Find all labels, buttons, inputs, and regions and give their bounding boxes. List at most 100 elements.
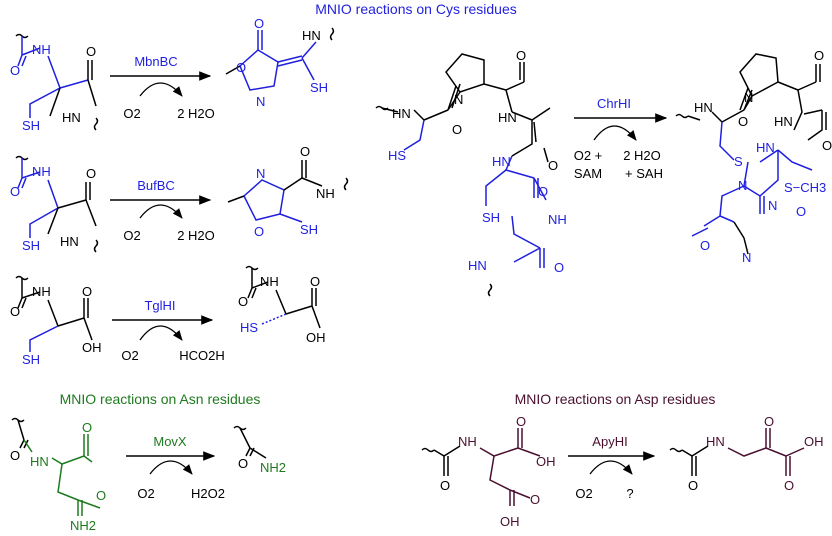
chrhi-reagent-2: SAM <box>574 166 602 181</box>
apyhi-byproduct: ? <box>626 486 633 501</box>
atom-label: HS <box>388 148 406 163</box>
atom-label: NH2 <box>260 460 286 475</box>
atom-label: NH2 <box>70 518 96 533</box>
atom-label: O <box>814 48 824 63</box>
movx-reagent: O2 <box>137 486 154 501</box>
mbnbc-curved-arrow <box>139 82 183 97</box>
tglhi-reagent: O2 <box>121 348 138 363</box>
movx-enzyme: MovX <box>153 434 187 449</box>
atom-label: HN <box>706 434 725 449</box>
mbnbc-reagent: O2 <box>123 106 140 121</box>
chrhi-enzyme: ChrHI <box>597 96 631 111</box>
atom-label: HN <box>756 140 775 155</box>
atom-label: OH <box>804 434 824 449</box>
atom-label: N <box>738 178 747 193</box>
atom-label: SH <box>22 118 40 133</box>
bufbc-byproduct: 2 H2O <box>177 228 215 243</box>
chrhi-byproduct-2: + SAH <box>625 166 663 181</box>
atom-label: O <box>700 238 710 253</box>
atom-label: O <box>822 138 832 153</box>
movx-reactant <box>11 417 101 516</box>
attach-wavy <box>93 117 99 131</box>
atom-label: O <box>86 44 96 59</box>
chrhi-byproduct-1: 2 H2O <box>623 148 661 163</box>
atom-label: HN <box>774 114 793 129</box>
atom-label: N <box>744 90 753 105</box>
movx-byproduct: H2O2 <box>191 486 225 501</box>
tglhi-curved-arrow <box>139 325 183 341</box>
movx-curved-arrow <box>149 460 193 475</box>
atom-label: O <box>96 488 106 503</box>
tglhi-reactant <box>15 275 93 352</box>
atom-label: O <box>10 184 20 199</box>
movx-product <box>233 425 267 459</box>
atom-label: O <box>86 166 96 181</box>
atom-label: O <box>236 60 246 75</box>
atom-label: O <box>82 284 92 299</box>
atom-label: NH <box>260 274 279 289</box>
atom-label: O <box>538 184 548 199</box>
atom-label: SH <box>310 80 328 95</box>
chrhi-reagent-1: O2 + <box>574 148 603 163</box>
atom-label: O <box>440 478 450 493</box>
atom-label: O <box>764 414 774 429</box>
tglhi-product <box>245 265 321 329</box>
atom-label: NH <box>32 164 51 179</box>
asp-section-title: MNIO reactions on Asp residues <box>515 391 716 407</box>
apyhi-reagent: O2 <box>575 486 592 501</box>
atom-label: O <box>516 48 526 63</box>
atom-label: O <box>300 144 310 159</box>
apyhi-reactant <box>421 428 541 506</box>
apyhi-curved-arrow <box>589 460 633 475</box>
atom-label: O <box>10 448 20 463</box>
atom-label: O <box>254 224 264 239</box>
chrhi-curved-arrow <box>593 125 637 141</box>
atom-label: HN <box>392 106 411 121</box>
atom-label: HN <box>62 110 81 125</box>
bufbc-product-oxazole <box>227 160 323 223</box>
atom-label: O <box>688 478 698 493</box>
atom-label: HS <box>240 320 258 335</box>
tglhi-enzyme: TglHI <box>144 298 175 313</box>
atom-label: O <box>452 122 462 137</box>
tglhi-byproduct: HCO2H <box>179 348 225 363</box>
atom-label: OH <box>82 340 102 355</box>
atom-label: O <box>238 456 248 471</box>
bufbc-reagent: O2 <box>123 228 140 243</box>
cys-section-title: MNIO reactions on Cys residues <box>315 1 517 17</box>
atom-label: S <box>734 154 743 169</box>
atom-label: O <box>254 16 264 31</box>
atom-label: NH <box>32 42 51 57</box>
atom-label: SH <box>300 222 318 237</box>
atom-label: HN <box>498 110 517 125</box>
atom-label: N <box>256 166 265 181</box>
atom-label: HN <box>60 234 79 249</box>
atom-label: O <box>784 478 794 493</box>
apyhi-product <box>669 428 805 476</box>
atom-label: SH <box>22 238 40 253</box>
atom-label: O <box>530 492 540 507</box>
atom-label: OH <box>306 330 326 345</box>
atom-label: O <box>516 414 526 429</box>
atom-label: HN <box>694 100 713 115</box>
bufbc-curved-arrow <box>139 204 183 219</box>
atom-label: NH <box>548 212 567 227</box>
chrhi-reactant <box>375 53 551 297</box>
atom-label: SH <box>482 210 500 225</box>
atom-label: SH <box>22 352 40 367</box>
atom-label: OH <box>536 454 556 469</box>
atom-label: O <box>548 158 558 173</box>
atom-label: O <box>310 274 320 289</box>
atom-label: HN <box>468 258 487 273</box>
atom-label: O <box>796 204 806 219</box>
atom-label: NH <box>32 284 51 299</box>
atom-label: O <box>10 304 20 319</box>
atom-label: NH <box>316 186 335 201</box>
bufbc-reactant <box>15 155 99 253</box>
chrhi-product <box>675 53 827 255</box>
atom-label: N <box>454 92 463 107</box>
atom-label: OH <box>500 514 520 529</box>
atom-label: HN <box>492 154 511 169</box>
mbnbc-byproduct: 2 H2O <box>177 106 215 121</box>
